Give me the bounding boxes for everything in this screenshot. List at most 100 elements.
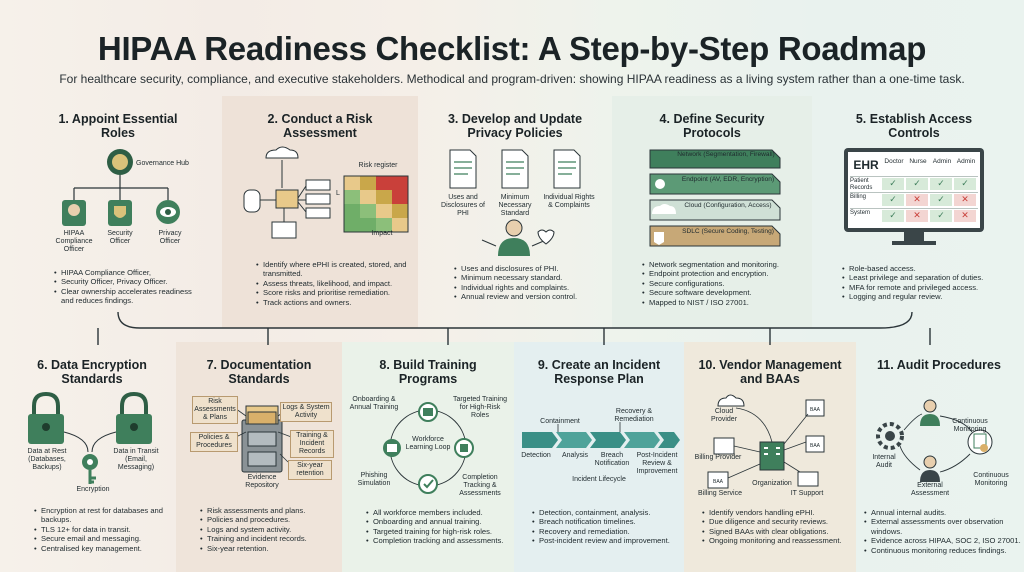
step-3-panel: 3. Develop and Update Privacy Policies U…	[418, 110, 612, 325]
bullet: Six-year retention.	[200, 544, 340, 554]
encryption-diagram	[28, 391, 152, 484]
bullet: Secure configurations.	[642, 279, 810, 289]
bullet: MFA for remote and privileged access.	[842, 283, 1014, 293]
lifecycle-detection: Detection	[521, 452, 551, 459]
bullet: TLS 12+ for data in transit.	[34, 525, 176, 535]
incident-lifecycle-label: Incident Lifecycle	[572, 476, 626, 483]
risk-assessment-diagram	[243, 146, 409, 239]
step-5-title: 5. Establish Access Controls	[855, 112, 973, 140]
deny-x-icon: ✕	[906, 210, 928, 222]
bullet: Endpoint protection and encryption.	[642, 269, 810, 279]
allow-check-icon: ✓	[930, 210, 952, 222]
step-2-title: 2. Conduct a Risk Assessment	[267, 112, 373, 140]
bullet: Onboarding and annual training.	[366, 517, 512, 527]
layer-endpoint: Endpoint (AV, EDR, Encryption)	[681, 176, 775, 183]
role-compliance-officer: HIPAA Compliance Officer	[55, 230, 93, 253]
bullet: Minimum necessary standard.	[454, 273, 610, 283]
step-8-panel: 8. Build Training Programs Onboarding & …	[342, 356, 514, 570]
bullet: Clear ownership accelerates readiness an…	[54, 287, 204, 306]
step-4-title: 4. Define Security Protocols	[659, 112, 765, 140]
audit-external: External Assessment	[910, 482, 950, 497]
bullet: Secure email and messaging.	[34, 534, 176, 544]
vendor-it-support: IT Support	[790, 490, 824, 497]
audit-continuous-top: Continuous Monitoring	[952, 418, 988, 433]
evidence-repository-diagram	[231, 405, 295, 473]
bullet: Logs and system activity.	[200, 525, 340, 535]
bullet: Encryption at rest for databases and bac…	[34, 506, 176, 525]
lifecycle-breach: Breach Notification	[594, 452, 630, 467]
audit-cycle-diagram	[876, 399, 993, 482]
bullet: Least privilege and separation of duties…	[842, 273, 1014, 283]
allow-check-icon: ✓	[930, 194, 952, 206]
tag-training: Training & Incident Records	[290, 430, 334, 458]
bullet: Completion tracking and assessments.	[366, 536, 512, 546]
encryption-label: Encryption	[76, 486, 110, 493]
step-8-title: 8. Build Training Programs	[379, 358, 477, 386]
doc-uses-disclosures: Uses and Disclosures of PHI	[441, 194, 485, 217]
bullet: Identify where ePHI is created, stored, …	[256, 260, 416, 279]
deny-x-icon: ✕	[906, 194, 928, 206]
allow-check-icon: ✓	[954, 178, 976, 190]
ehr-screen: EHR Patient Records✓✓✓✓Billing✓✕✓✕System…	[848, 152, 980, 228]
deny-x-icon: ✕	[954, 210, 976, 222]
access-matrix: Patient Records✓✓✓✓Billing✓✕✓✕System✓✕✓✕	[850, 176, 978, 224]
step-3-title: 3. Develop and Update Privacy Policies	[447, 112, 583, 140]
lifecycle-recovery: Recovery & Remediation	[614, 408, 654, 423]
bullet: Ongoing monitoring and reassessment.	[702, 536, 856, 546]
doc-minimum-necessary: Minimum Necessary Standard	[498, 194, 532, 217]
bullet: Mapped to NIST / ISO 27001.	[642, 298, 810, 308]
risk-register-label: Risk register	[358, 162, 398, 169]
vendor-billing-service: Billing Service	[698, 490, 742, 497]
step-4-bullets: Network segmentation and monitoring. End…	[642, 260, 810, 307]
loop-targeted: Targeted Training for High-Risk Roles	[452, 396, 508, 419]
matrix-col-header: Admin	[932, 158, 952, 165]
tag-logs: Logs & System Activity	[280, 402, 332, 422]
bullet: HIPAA Compliance Officer,	[54, 268, 204, 278]
matrix-col-header: Admin	[956, 158, 976, 165]
step-9-panel: 9. Create an Incident Response Plan Cont…	[514, 356, 684, 570]
bullet: All workforce members included.	[366, 508, 512, 518]
bullet: Training and incident records.	[200, 534, 340, 544]
step-10-panel: 10. Vendor Management and BAAs Cloud Pro…	[684, 356, 856, 570]
matrix-col-header: Doctor	[884, 158, 904, 165]
step-9-title: 9. Create an Incident Response Plan	[537, 358, 661, 386]
matrix-row-label: System	[850, 210, 871, 216]
step-10-bullets: Identify vendors handling ePHI. Due dili…	[702, 508, 856, 546]
bullet: Risk assessments and plans.	[200, 506, 340, 516]
step-7-panel: 7. Documentation Standards Risk Assessme…	[176, 356, 342, 570]
audit-internal: Internal Audit	[872, 454, 896, 469]
ehr-monitor: EHR Patient Records✓✓✓✓Billing✓✕✓✕System…	[844, 148, 984, 232]
matrix-row: Patient Records✓✓✓✓	[850, 176, 978, 192]
step-1-bullets: HIPAA Compliance Officer, Security Offic…	[54, 268, 204, 306]
monitor-base	[892, 241, 936, 245]
bullet: External assessments over observation wi…	[864, 517, 1022, 536]
incident-lifecycle-diagram	[522, 422, 680, 448]
step-1-panel: 1. Appoint Essential Roles Governance Hu…	[28, 110, 208, 325]
bullet: Annual internal audits.	[864, 508, 1022, 518]
page-title: HIPAA Readiness Checklist: A Step-by-Ste…	[97, 30, 927, 67]
step-11-title: 11. Audit Procedures	[877, 358, 1001, 372]
allow-check-icon: ✓	[930, 178, 952, 190]
lifecycle-analysis: Analysis	[561, 452, 589, 459]
tag-risk-assessments: Risk Assessments & Plans	[192, 396, 238, 424]
step-8-bullets: All workforce members included. Onboardi…	[366, 508, 512, 546]
ehr-label: EHR	[853, 158, 879, 172]
step-11-panel: 11. Audit Procedures Internal Audit Cont…	[856, 356, 1022, 570]
bullet: Role-based access.	[842, 264, 1014, 274]
bullet: Annual review and version control.	[454, 292, 610, 302]
likelihood-axis-label: L	[336, 190, 340, 197]
loop-phishing: Phishing Simulation	[357, 472, 391, 487]
loop-onboarding: Onboarding & Annual Training	[349, 396, 399, 411]
step-6-panel: 6. Data Encryption Standards Data at Res…	[8, 356, 176, 570]
step-1-title: 1. Appoint Essential Roles	[58, 112, 178, 140]
data-at-rest-label: Data at Rest (Databases, Backups)	[27, 448, 67, 471]
matrix-row-label: Billing	[850, 194, 867, 200]
matrix-row: System✓✕✓✕	[850, 208, 978, 224]
governance-hub-diagram	[62, 149, 180, 226]
baa-doc-3: BAA	[712, 479, 723, 485]
page-subtitle: For healthcare security, compliance, and…	[59, 72, 965, 86]
bullet: Uses and disclosures of PHI.	[454, 264, 610, 274]
lifecycle-containment: Containment	[540, 418, 580, 425]
step-9-bullets: Detection, containment, analysis. Breach…	[532, 508, 684, 546]
